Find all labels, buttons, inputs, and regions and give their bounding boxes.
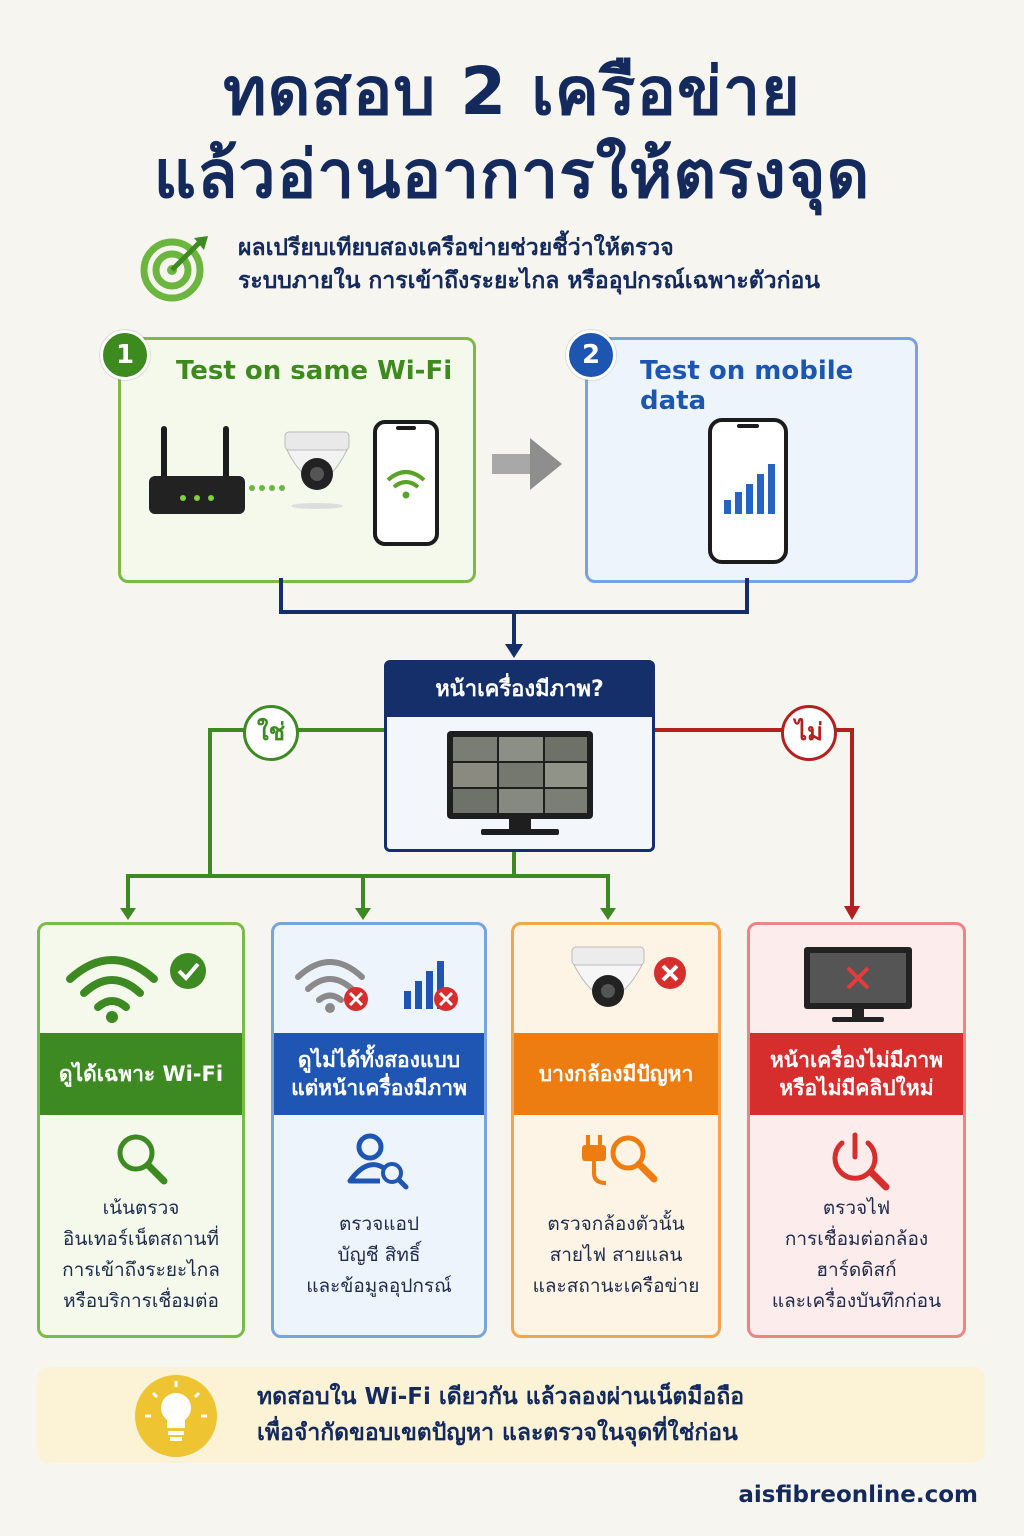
target-icon <box>140 236 208 302</box>
footer-url[interactable]: aisfibreonline.com <box>738 1482 978 1508</box>
outcome-wifi-only: ดูได้เฉพาะ Wi-Fi เน้นตรวจ อินเทอร์เน็ตสถ… <box>37 922 245 1338</box>
wifi-error-icon <box>295 959 368 1013</box>
body-line: เน้นตรวจ <box>102 1197 180 1219</box>
test-card-mobile: Test on mobile data <box>585 337 918 583</box>
wifi-check-icon <box>66 953 206 1023</box>
decision-box: หน้าเครื่องมีภาพ? <box>384 660 655 852</box>
outcome-no-image-title: หน้าเครื่องไม่มีภาพ หรือไม่มีคลิปใหม่ <box>750 1033 963 1115</box>
outcome-wifi-only-title: ดูได้เฉพาะ Wi-Fi <box>40 1033 242 1115</box>
monitor-cctv-icon <box>447 731 593 835</box>
test-wifi-label: Test on same Wi-Fi <box>176 356 453 386</box>
signal-error-icon <box>404 961 458 1011</box>
flow-connectors <box>120 578 860 920</box>
monitor-error-icon <box>804 947 912 1022</box>
body-line: การเข้าถึงระยะไกล <box>62 1259 220 1281</box>
tip-text: ทดสอบใน Wi-Fi เดียวกัน แล้วลองผ่านเน็ตมื… <box>257 1379 744 1451</box>
dome-camera-icon <box>284 431 350 509</box>
outcome-both-fail: ดูไม่ได้ทั้งสองแบบ แต่หน้าเครื่องมีภาพ ต… <box>271 922 487 1338</box>
body-line: สายไฟ สายแลน <box>549 1244 683 1266</box>
plug-search-icon <box>582 1135 658 1185</box>
body-line: การเชื่อมต่อกล้อง <box>784 1228 929 1250</box>
subtitle-line1: ผลเปรียบเทียบสองเครือข่ายช่วยชี้ว่าให้ตร… <box>238 235 674 261</box>
body-line: ตรวจแอป <box>338 1213 420 1235</box>
body-line: ตรวจกล้องตัวนั้น <box>547 1213 685 1235</box>
body-line: และข้อมูลอุปกรณ์ <box>306 1275 452 1297</box>
outcome-some-camera-title: บางกล้องมีปัญหา <box>514 1033 718 1115</box>
test-card-wifi: Test on same Wi-Fi <box>118 337 476 583</box>
decision-question: หน้าเครื่องมีภาพ? <box>387 663 652 717</box>
power-search-icon <box>832 1132 890 1191</box>
router-icon <box>149 426 245 514</box>
outcome-both-fail-title: ดูไม่ได้ทั้งสองแบบ แต่หน้าเครื่องมีภาพ <box>274 1033 484 1115</box>
lightbulb-icon <box>135 1375 217 1457</box>
page-title-line2: แล้วอ่านอาการให้ตรงจุด <box>153 136 871 213</box>
phone-wifi-icon <box>373 420 439 546</box>
camera-error-icon <box>571 946 686 1007</box>
tip-line2: เพื่อจำกัดขอบเขตปัญหา และตรวจในจุดที่ใช่… <box>257 1420 738 1446</box>
phone-signal-icon <box>708 418 788 564</box>
no-label: ไม่ <box>781 705 837 761</box>
connection-dots <box>249 485 285 491</box>
body-line: และสถานะเครือข่าย <box>532 1275 700 1297</box>
body-line: หรือบริการเชื่อมต่อ <box>63 1290 219 1312</box>
arrow-right-icon <box>492 438 562 490</box>
outcome-some-camera-body: ตรวจกล้องตัวนั้น สายไฟ สายแลน และสถานะเค… <box>514 1209 718 1302</box>
outcome-wifi-only-body: เน้นตรวจ อินเทอร์เน็ตสถานที่ การเข้าถึงร… <box>40 1193 242 1317</box>
subtitle-line2: ระบบภายใน การเข้าถึงระยะไกล หรืออุปกรณ์เ… <box>238 268 821 294</box>
yes-label: ใช่ <box>243 705 299 761</box>
user-search-icon <box>347 1133 409 1190</box>
body-line: ฮาร์ดดิสก์ <box>816 1259 897 1281</box>
tip-line1: ทดสอบใน Wi-Fi เดียวกัน แล้วลองผ่านเน็ตมื… <box>257 1384 745 1410</box>
outcome-both-fail-body: ตรวจแอป บัญชี สิทธิ์ และข้อมูลอุปกรณ์ <box>274 1209 484 1302</box>
subtitle: ผลเปรียบเทียบสองเครือข่ายช่วยชี้ว่าให้ตร… <box>238 232 958 298</box>
page-title-line1: ทดสอบ 2 เครือข่าย <box>223 53 801 130</box>
outcome-no-image-body: ตรวจไฟ การเชื่อมต่อกล้อง ฮาร์ดดิสก์ และเ… <box>750 1193 963 1317</box>
body-line: บัญชี สิทธิ์ <box>337 1244 421 1266</box>
tip-banner: ทดสอบใน Wi-Fi เดียวกัน แล้วลองผ่านเน็ตมื… <box>37 1367 985 1463</box>
magnifier-icon <box>117 1134 168 1185</box>
body-line: อินเทอร์เน็ตสถานที่ <box>62 1228 220 1250</box>
test-mobile-label: Test on mobile data <box>640 356 854 416</box>
body-line: ตรวจไฟ <box>822 1197 891 1219</box>
test-2-badge: 2 <box>566 330 616 380</box>
outcome-no-image: หน้าเครื่องไม่มีภาพ หรือไม่มีคลิปใหม่ ตร… <box>747 922 966 1338</box>
body-line: และเครื่องบันทึกก่อน <box>771 1290 942 1312</box>
outcome-some-camera: บางกล้องมีปัญหา ตรวจกล้องตัวนั้น สายไฟ ส… <box>511 922 721 1338</box>
test-1-badge: 1 <box>100 330 150 380</box>
